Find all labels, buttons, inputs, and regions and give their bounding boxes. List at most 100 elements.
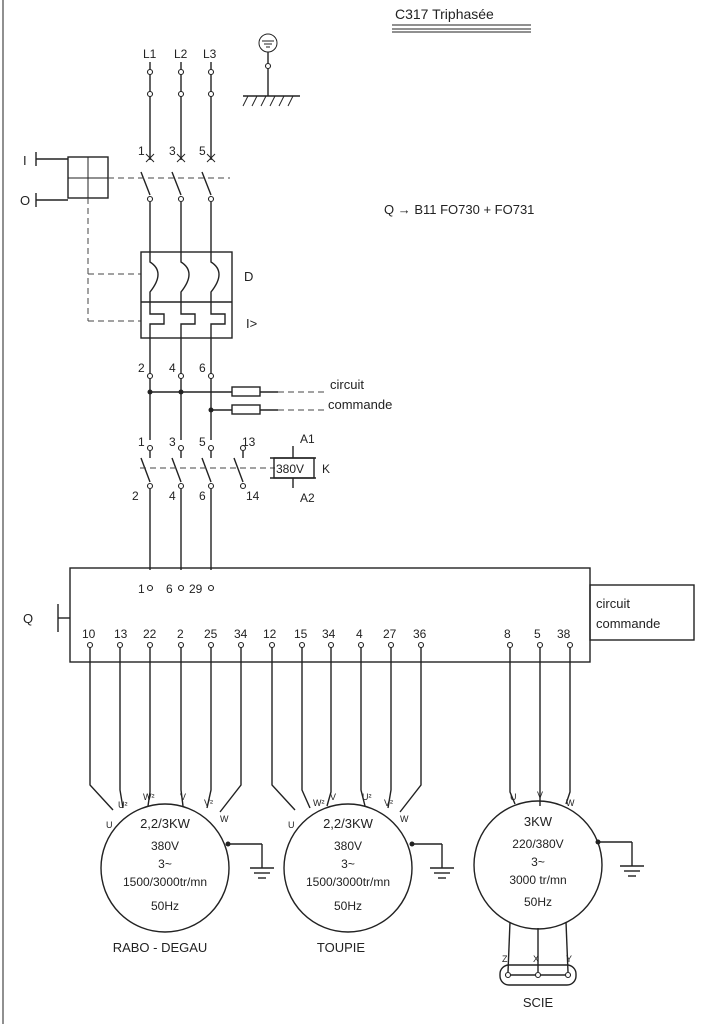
out-terminal: 4 <box>356 627 363 641</box>
motor-1-name: RABO - DEGAU <box>113 940 208 955</box>
motor-3-terminal-y: Y <box>566 954 572 964</box>
contactor-terminal-13: 13 <box>242 435 256 449</box>
panel-output-nodes <box>86 641 574 649</box>
out-terminal: 2 <box>177 627 184 641</box>
contactor-terminal-2: 2 <box>132 489 139 503</box>
motor-1-winding: U² <box>118 800 128 810</box>
out-terminal: 38 <box>557 627 571 641</box>
thermal-label: D <box>244 269 253 284</box>
control-command-label: commande <box>328 397 392 412</box>
control-box-circuit: circuit <box>596 596 630 611</box>
motor-1-phase: 3~ <box>158 857 172 871</box>
panel-q-label: Q <box>23 611 33 626</box>
out-terminal: 22 <box>143 627 157 641</box>
contactor-coil <box>270 446 316 488</box>
contactor-terminal-1: 1 <box>138 435 145 449</box>
motor-3-name: SCIE <box>523 995 554 1010</box>
breaker-terminal-1: 1 <box>138 144 145 158</box>
breaker-terminal-6: 6 <box>199 361 206 375</box>
panel-input-29: 29 <box>189 582 203 596</box>
out-terminal: 15 <box>294 627 308 641</box>
breaker-block: D I> <box>140 251 257 339</box>
out-terminal: 34 <box>234 627 248 641</box>
motor-feed-wires <box>89 645 571 813</box>
breaker-terminal-4: 4 <box>169 361 176 375</box>
motor-3-speed: 3000 tr/mn <box>509 873 566 887</box>
motor-toupie: 2,2/3KW 380V 3~ 1500/3000tr/mn 50Hz TOUP… <box>283 792 454 955</box>
motor-3-terminal-x: X <box>533 954 539 964</box>
main-switch-poles <box>140 145 216 252</box>
control-box-commande: commande <box>596 616 660 631</box>
panel-input-1: 1 <box>138 582 145 596</box>
motor-3-power: 3KW <box>524 814 553 829</box>
control-circuit-taps <box>147 386 325 415</box>
motor-1-speed: 1500/3000tr/mn <box>123 875 207 889</box>
motor-2-name: TOUPIE <box>317 940 365 955</box>
motor-2-phase: 3~ <box>341 857 355 871</box>
out-terminal: 25 <box>204 627 218 641</box>
contactor-terminal-5: 5 <box>199 435 206 449</box>
breaker-terminal-5: 5 <box>199 144 206 158</box>
out-terminal: 13 <box>114 627 128 641</box>
contactor-terminal-14: 14 <box>246 489 260 503</box>
switch-off-label: O <box>20 193 30 208</box>
contactor-poles <box>140 444 275 570</box>
motor-3-frequency: 50Hz <box>524 895 552 909</box>
coil-a2-label: A2 <box>300 491 315 505</box>
motor-scie: 3KW 220/380V 3~ 3000 tr/mn 50Hz U V W <box>473 790 644 986</box>
panel-input-terminals <box>146 584 215 592</box>
out-terminal: 27 <box>383 627 397 641</box>
motor-1-winding: V <box>180 792 186 802</box>
breaker-terminal-2: 2 <box>138 361 145 375</box>
motor-2-winding: U <box>288 820 295 830</box>
control-circuit-label: circuit <box>330 377 364 392</box>
motor-2-frequency: 50Hz <box>334 899 362 913</box>
diagram-title: C317 Triphasée <box>395 6 494 22</box>
switch-on-label: I <box>23 153 27 168</box>
motor-1-winding: W² <box>143 792 155 802</box>
magnetic-label: I> <box>246 316 257 331</box>
contactor-terminal-3: 3 <box>169 435 176 449</box>
motor-2-winding: U² <box>362 792 372 802</box>
out-terminal: 36 <box>413 627 427 641</box>
motor-1-frequency: 50Hz <box>151 899 179 913</box>
motor-3-winding: U <box>510 792 517 802</box>
contactor-terminal-4: 4 <box>169 489 176 503</box>
breaker-output-wires <box>146 338 215 440</box>
out-terminal: 34 <box>322 627 336 641</box>
phase-label-l1: L1 <box>143 47 157 61</box>
breaker-terminal-3: 3 <box>169 144 176 158</box>
q-reference: Q → B11 FO730 + FO731 <box>384 202 534 217</box>
out-terminal: 10 <box>82 627 96 641</box>
motor-rabo-degau: 2,2/3KW 380V 3~ 1500/3000tr/mn 50Hz RABO… <box>100 792 274 955</box>
out-terminal: 12 <box>263 627 277 641</box>
terminal-panel <box>69 567 591 663</box>
motor-2-winding: W² <box>313 798 325 808</box>
contactor-terminal-6: 6 <box>199 489 206 503</box>
motor-1-voltage: 380V <box>151 839 179 853</box>
coil-label: K <box>322 462 330 476</box>
motor-2-winding: V² <box>384 798 393 808</box>
panel-input-6: 6 <box>166 582 173 596</box>
out-terminal: 5 <box>534 627 541 641</box>
coil-a1-label: A1 <box>300 432 315 446</box>
panel-output-terminals: 10 13 22 2 25 34 12 15 34 4 27 36 8 5 38 <box>82 627 571 641</box>
motor-1-winding: U <box>106 820 113 830</box>
motor-1-winding: V² <box>204 798 213 808</box>
motor-2-winding: V <box>330 792 336 802</box>
phase-label-l3: L3 <box>203 47 217 61</box>
motor-2-speed: 1500/3000tr/mn <box>306 875 390 889</box>
motor-3-voltage: 220/380V <box>512 837 563 851</box>
motor-1-winding: W <box>220 814 229 824</box>
phase-wires <box>146 62 215 145</box>
motor-3-phase: 3~ <box>531 855 545 869</box>
motor-1-power: 2,2/3KW <box>140 816 191 831</box>
coil-voltage: 380V <box>276 462 304 476</box>
motor-2-power: 2,2/3KW <box>323 816 374 831</box>
switch-handle: I O <box>20 152 230 322</box>
earth-ground-symbol <box>242 33 300 107</box>
motor-3-winding: W <box>566 798 575 808</box>
motor-2-winding: W <box>400 814 409 824</box>
phase-label-l2: L2 <box>174 47 188 61</box>
motor-3-terminal-z: Z <box>502 954 508 964</box>
